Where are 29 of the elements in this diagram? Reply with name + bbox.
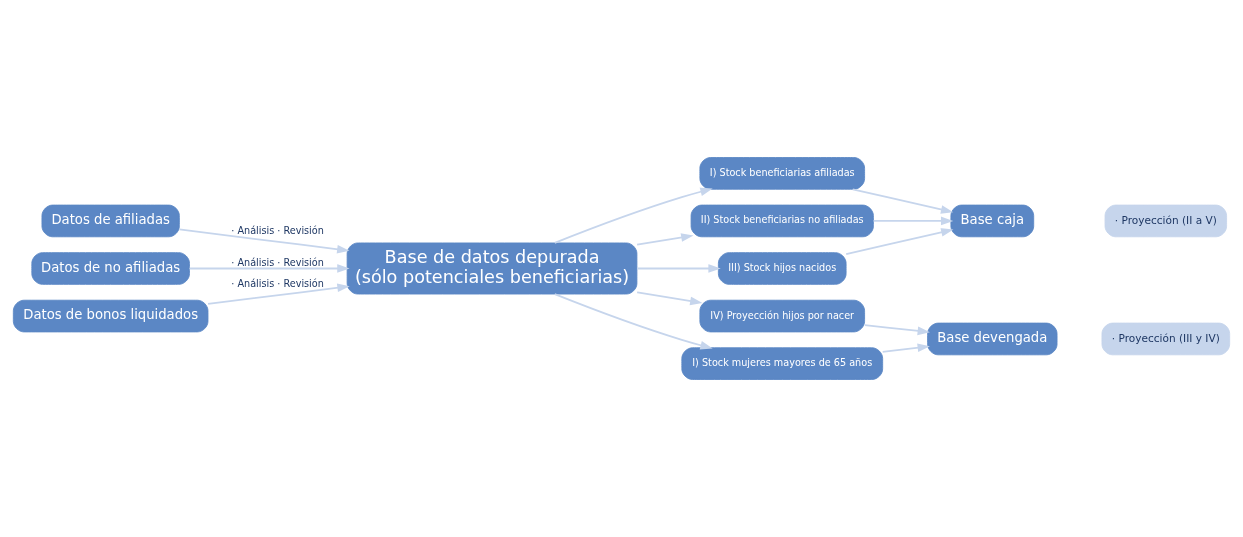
node-box: · Proyección (III y IV) — [1101, 322, 1231, 356]
arrow — [188, 264, 350, 273]
arrow — [845, 228, 954, 255]
arrow — [881, 343, 930, 353]
arrow — [207, 283, 350, 305]
node-box: II) Stock beneficiarias no afiliadas — [690, 204, 874, 238]
node-box: III) Stock hijos nacidos — [717, 252, 847, 285]
arrow — [636, 264, 721, 273]
node-box: Base devengada — [927, 322, 1058, 356]
node-box: I) Stock beneficiarias afiliadas — [699, 157, 866, 190]
arrow — [872, 216, 954, 226]
arrow — [178, 228, 350, 254]
node-box: Datos de bonos liquidados — [12, 299, 209, 333]
node-box: Base caja — [950, 204, 1035, 238]
node-box: Base de datos depurada (sólo potenciales beneficiarias) — [346, 242, 638, 295]
arrow — [553, 187, 713, 244]
edge-label: · Análisis · Revisión — [231, 224, 324, 236]
arrow — [636, 291, 703, 306]
arrow — [553, 293, 713, 350]
node-box: Datos de no afiliadas — [31, 252, 190, 285]
edge-label: · Análisis · Revisión — [231, 256, 324, 268]
node-box: IV) Proyección hijos por nacer — [699, 299, 866, 333]
node-box: I) Stock mujeres mayores de 65 años — [681, 347, 884, 380]
node-box: Datos de afiliadas — [41, 204, 180, 238]
arrow — [851, 188, 954, 214]
node-box: · Proyección (II a V) — [1104, 204, 1228, 238]
arrow — [636, 233, 694, 246]
arrow — [863, 324, 930, 336]
edge-label: · Análisis · Revisión — [231, 277, 324, 289]
